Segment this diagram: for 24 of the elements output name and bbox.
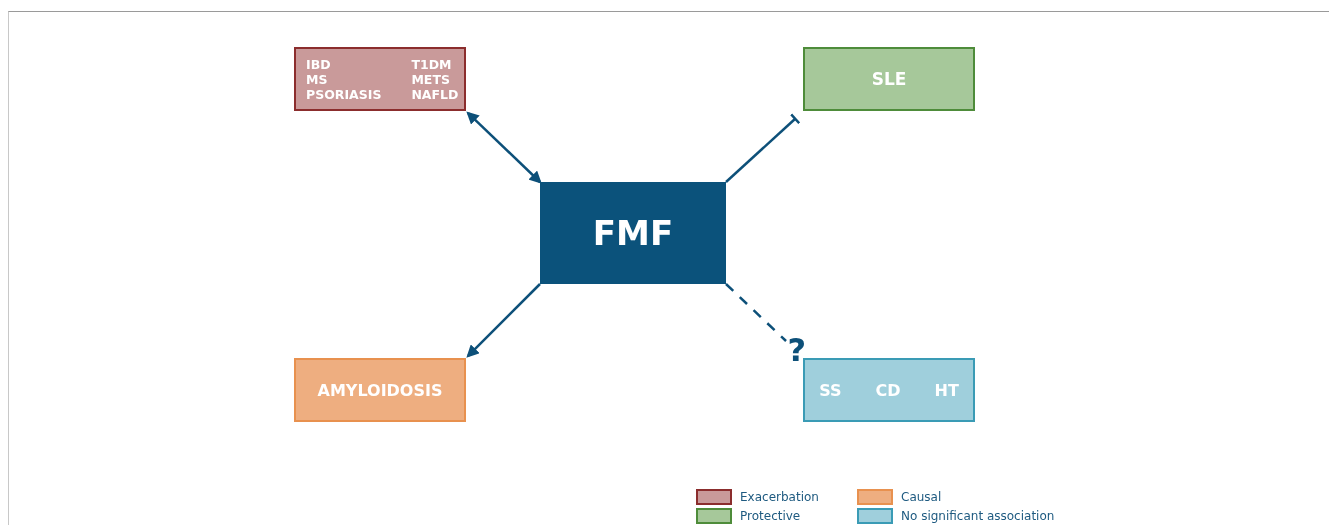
node-box	[294, 47, 466, 111]
node-box	[803, 358, 975, 422]
node-text: CD	[875, 380, 901, 400]
legend-label: Causal	[901, 490, 942, 504]
legend-label: Protective	[740, 509, 801, 523]
node-box	[803, 47, 975, 111]
node-text: AMYLOIDOSIS	[317, 380, 443, 400]
node-text: MS	[306, 71, 329, 87]
node-text: FMF	[592, 213, 674, 253]
node-text: SLE	[871, 69, 907, 89]
node-text: PSORIASIS	[306, 86, 382, 102]
node-text: HT	[934, 380, 959, 400]
edge-label: ?	[787, 333, 807, 366]
node-box	[294, 358, 466, 422]
node-text: METS	[411, 71, 451, 87]
arrow	[466, 283, 541, 358]
legend-label: No significant association	[901, 509, 1055, 523]
node-text: T1DM	[411, 56, 453, 72]
node-text: SS	[819, 380, 842, 400]
node-box	[540, 182, 726, 284]
node-text: IBD	[306, 56, 332, 72]
arrow	[466, 111, 542, 184]
legend-label: Exacerbation	[740, 490, 819, 504]
node-text: NAFLD	[411, 86, 459, 102]
